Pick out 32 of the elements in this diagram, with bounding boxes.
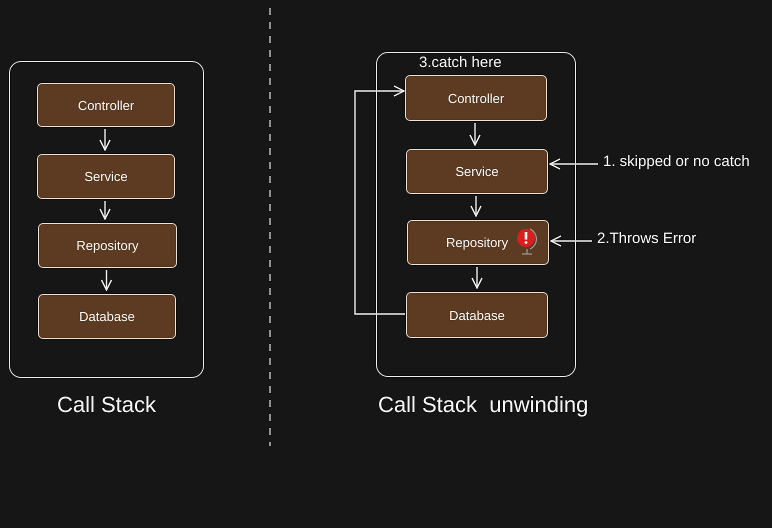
- layer-box: [37, 154, 175, 199]
- diagram-caption: Call Stack: [57, 392, 156, 418]
- layer-box: [38, 294, 176, 339]
- arrow: [469, 123, 481, 146]
- arrow: [549, 158, 598, 170]
- call-stack-frame: [9, 61, 204, 378]
- arrow: [100, 270, 112, 291]
- arrow: [550, 235, 592, 247]
- layer-box: [38, 223, 177, 268]
- arrow: [354, 85, 405, 315]
- annotation-text: 1. skipped or no catch: [603, 153, 772, 175]
- layer-label: Controller: [78, 98, 134, 112]
- diagram-caption: Call Stack unwinding: [378, 392, 588, 418]
- call-stack-frame: [376, 52, 576, 377]
- frame-heading: 3.catch here: [419, 54, 502, 71]
- arrow: [99, 201, 111, 220]
- layer-label: Database: [449, 308, 505, 322]
- layer-label: Repository: [76, 238, 139, 253]
- layer-label: Service: [84, 169, 128, 184]
- layer-label: Service: [455, 164, 499, 179]
- layer-box: [37, 83, 175, 127]
- layer-box: [407, 220, 549, 265]
- arrow: [471, 267, 483, 289]
- layer-label: Controller: [448, 90, 504, 106]
- layer-box: [406, 292, 548, 338]
- arrow: [470, 196, 482, 217]
- layer-box: [406, 149, 548, 194]
- layer-label: Database: [79, 309, 135, 324]
- arrow: [99, 129, 111, 151]
- layer-box: [405, 75, 547, 121]
- layer-label: Repository: [446, 235, 508, 250]
- annotation-text: 2.Throws Error: [597, 230, 747, 252]
